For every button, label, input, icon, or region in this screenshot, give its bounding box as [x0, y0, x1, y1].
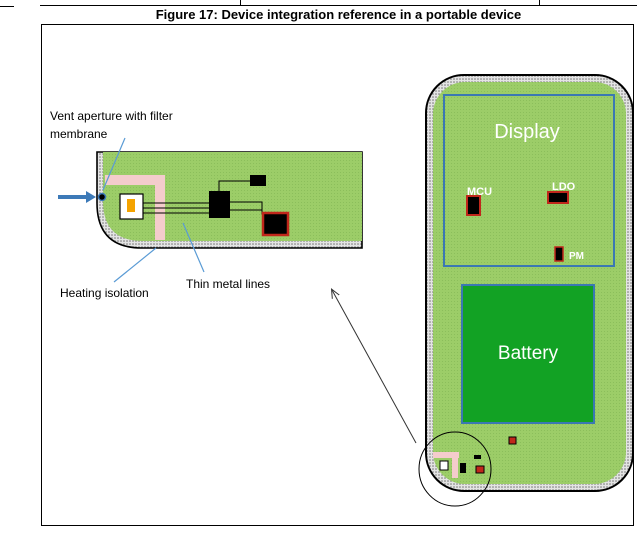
- top-rule: [40, 5, 637, 6]
- zoom-red-chip: [261, 211, 290, 237]
- battery-area: [461, 284, 595, 424]
- left-tick: [0, 6, 14, 7]
- heating-isolation-callout-text: Heating isolation: [60, 286, 149, 300]
- display-area: [443, 94, 615, 267]
- metal-lines-callout-line: [182, 222, 205, 273]
- corner-black-chip: [460, 463, 466, 473]
- ldo-label: LDO: [552, 181, 576, 193]
- corner-isolation: [433, 452, 459, 458]
- pm-label: PM: [569, 251, 584, 262]
- airflow-arrow-icon: [86, 191, 96, 203]
- heating-callout-line: [113, 247, 157, 283]
- top-tick: [539, 0, 540, 5]
- top-tick: [240, 0, 241, 5]
- corner-sensor: [439, 460, 449, 471]
- small-red-component: [508, 436, 517, 445]
- vent-callout-line: [102, 137, 126, 191]
- magnify-arrow-icon: [332, 290, 417, 444]
- corner-small-chip: [474, 455, 481, 459]
- zoom-board: [103, 152, 362, 241]
- zoom-small-chip: [250, 175, 266, 186]
- mcu-chip: [466, 195, 481, 216]
- magnify-circle: [418, 431, 492, 507]
- portable-device: Display MCU LDO PM Battery: [425, 74, 634, 492]
- vent-callout-text: membrane: [50, 127, 108, 141]
- sensor-die: [127, 199, 135, 212]
- thin-metal-lines-callout-text: Thin metal lines: [186, 277, 270, 291]
- figure-caption: Figure 17: Device integration reference …: [155, 7, 522, 22]
- pm-chip: [554, 246, 564, 262]
- heating-isolation-bar: [105, 175, 165, 185]
- zoom-black-chip: [209, 191, 230, 218]
- display-label: Display: [494, 121, 560, 143]
- corner-red-chip: [475, 465, 485, 474]
- corner-isolation: [452, 452, 458, 478]
- battery-label: Battery: [498, 343, 559, 364]
- zoom-board-detail: [58, 151, 363, 249]
- thin-metal-lines: [143, 202, 210, 214]
- vent-aperture-icon: [97, 192, 107, 202]
- vent-callout-text: Vent aperture with filter: [50, 109, 173, 123]
- ldo-chip: [547, 191, 569, 204]
